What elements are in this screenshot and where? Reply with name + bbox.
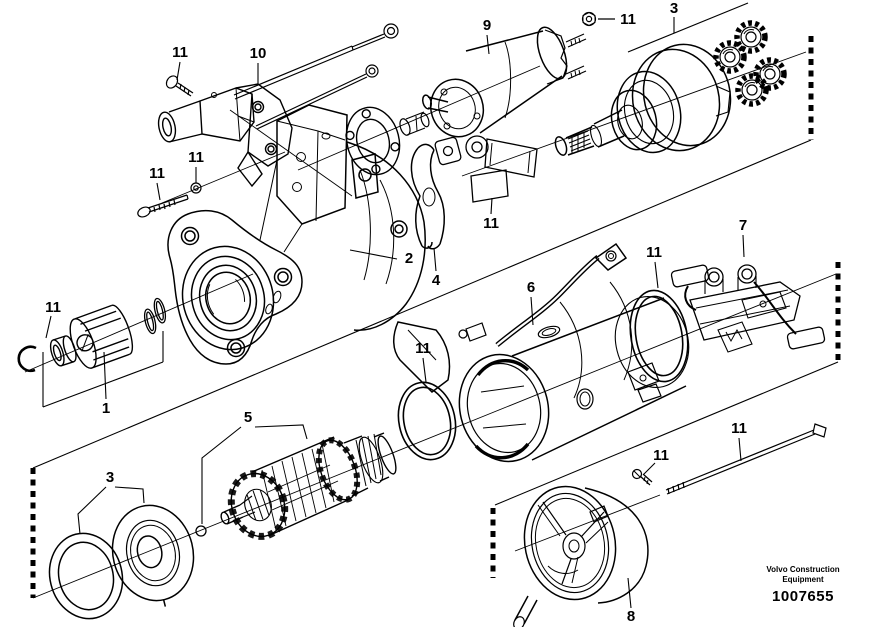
brand-text-line1: Volvo Construction (766, 565, 839, 574)
callout-8-end-shield: 8 (627, 608, 635, 625)
lever-pivot-housing (157, 83, 293, 188)
screw-end-shield (631, 468, 653, 486)
brake-disc (111, 504, 195, 607)
snap-rings (143, 297, 167, 335)
steel-ball (195, 525, 207, 537)
shift-lever (351, 143, 445, 250)
end-shield (513, 485, 649, 627)
group1-bracket (42, 331, 164, 408)
brush-holder (670, 264, 826, 353)
callout-labels: 11 10 9 11 3 11 11 2 4 11 6 7 11 11 11 1… (45, 0, 747, 625)
callout-6-stator: 6 (527, 279, 535, 296)
axis-lines (24, 51, 807, 552)
switch-piece (434, 135, 538, 203)
brand-text-line2: Equipment (782, 575, 824, 584)
tie-rods (233, 23, 399, 130)
callout-11-switch: 11 (483, 215, 499, 232)
solenoid (421, 26, 587, 138)
callout-11-oring-front: 11 (415, 340, 431, 357)
callout-1-pinion: 1 (102, 400, 110, 417)
armature (220, 432, 397, 540)
o-ring-front (397, 381, 457, 461)
group-boundary-lines (30, 2, 841, 599)
planet-gears (713, 20, 787, 107)
stator-housing (458, 242, 690, 463)
thrust-washer (48, 532, 124, 620)
pivot-pin (399, 111, 430, 136)
callout-11-through-bolt: 11 (731, 420, 747, 437)
callout-2-housing: 2 (405, 250, 413, 267)
callout-11-top-screw: 11 (172, 44, 188, 61)
callout-leaders (45, 17, 745, 609)
callout-3-carrier: 3 (670, 0, 678, 17)
callout-4-lever: 4 (432, 272, 441, 289)
callout-11-nut: 11 (620, 11, 636, 28)
washer-nut-small (190, 182, 202, 194)
callout-9-solenoid: 9 (483, 17, 491, 34)
callout-11-circlip: 11 (45, 299, 61, 316)
footer-block: Volvo Construction Equipment 1007655 (766, 565, 839, 605)
callout-7-brush-holder: 7 (739, 217, 747, 234)
screw-top (165, 75, 194, 97)
bolt-left (137, 194, 189, 218)
o-ring-rear (629, 289, 689, 383)
callout-10-tie-rods: 10 (250, 45, 267, 62)
callout-3-discs: 3 (106, 469, 114, 486)
through-bolt (665, 423, 827, 495)
gasket (345, 106, 401, 176)
planet-carrier (554, 43, 732, 156)
callout-11-bolt-left: 11 (149, 165, 165, 182)
circlip (17, 345, 37, 373)
callout-11-oring-rear: 11 (646, 244, 662, 261)
callout-11-small-screw: 11 (653, 447, 669, 464)
figure-number: 1007655 (772, 588, 834, 605)
front-housing (167, 104, 451, 393)
callout-11-washer: 11 (188, 149, 204, 166)
callout-5-armature: 5 (244, 409, 252, 426)
nut-top (581, 11, 615, 27)
pinion-gear (69, 304, 134, 369)
